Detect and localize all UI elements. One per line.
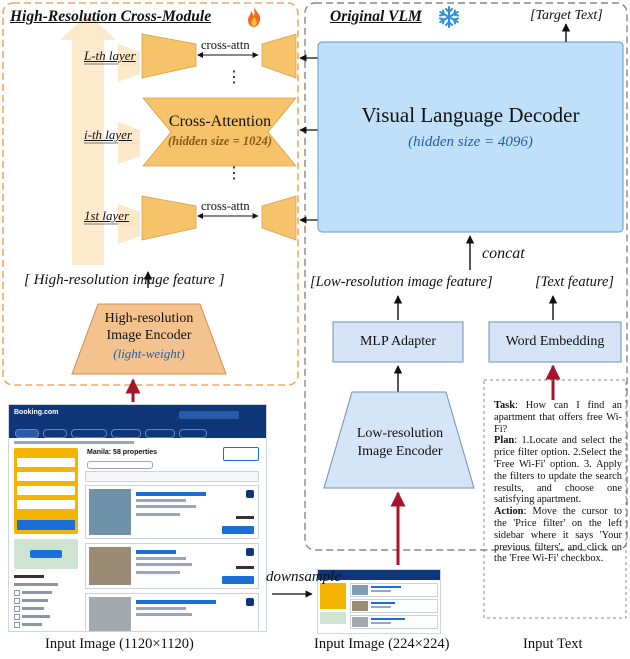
booking-card-2 <box>85 543 259 589</box>
fire-icon <box>248 7 261 27</box>
layer-label-l: L-th layer <box>84 48 136 63</box>
mlp-adapter-box <box>332 321 464 363</box>
booking-logo: Booking.com <box>14 409 59 416</box>
high-res-encoder-line1: High-resolution <box>104 311 194 326</box>
input-image-large: Booking.com Manila: 58 properties <box>8 404 267 632</box>
booking-tab-flights <box>43 429 67 438</box>
caption-input-image-large: Input Image (1120×1120) <box>45 636 194 652</box>
text-feature-label: [Text feature] <box>535 274 615 290</box>
word-embedding-box <box>488 321 622 363</box>
ellipsis-bottom: ⋮ <box>226 165 242 182</box>
cross-module-title: High-Resolution Cross-Module <box>10 8 212 25</box>
booking-filter-heading <box>14 575 44 578</box>
booking-tab-taxi <box>179 429 207 438</box>
booking-header <box>9 405 266 427</box>
booking-search-panel <box>14 448 78 534</box>
booking-card-3 <box>85 593 259 631</box>
decoder-title: Visual Language Decoder <box>361 103 580 127</box>
cross-attn-label-top: cross-attn <box>201 38 250 52</box>
task-label: Task <box>494 400 515 411</box>
vlm-panel <box>304 2 628 551</box>
caption-input-image-small: Input Image (224×224) <box>314 636 450 652</box>
target-text-label: [Target Text] <box>530 8 603 23</box>
booking-breadcrumb <box>14 441 134 444</box>
ellipsis-top: ⋮ <box>226 69 242 86</box>
booking-search-button <box>17 520 75 530</box>
l-layer-left-block <box>141 33 197 79</box>
low-res-encoder-shape <box>323 391 475 489</box>
booking-destination-field <box>17 458 75 467</box>
high-res-encoder-line2: Image Encoder <box>106 328 192 343</box>
mlp-adapter-label: MLP Adapter <box>359 334 437 349</box>
booking-card-1 <box>85 485 259 539</box>
downsample-label: downsample <box>266 569 341 585</box>
input-text-content: Task: How can I find an apartment that o… <box>494 400 622 565</box>
low-res-encoder-line1: Low-resolution <box>356 426 444 441</box>
high-res-feature-label: [ High-resolution image feature ] <box>24 272 225 288</box>
high-res-encoder-shape <box>71 303 227 375</box>
layer-arrow-shape <box>60 14 116 265</box>
booking-tab-stays <box>15 429 39 438</box>
booking-guests-field <box>17 500 75 509</box>
snowflake-icon <box>439 6 459 28</box>
booking-checkin-field <box>17 472 75 481</box>
concat-label: concat <box>482 245 525 262</box>
action-text: : Move the cursor to the 'Price filter' … <box>494 506 622 565</box>
first-layer-left-block <box>141 195 197 241</box>
high-res-encoder-sub: (light-weight) <box>113 346 185 361</box>
task-text: : How can I find an apartment that offer… <box>494 400 622 435</box>
decoder-hidden-size: (hidden size = 4096) <box>408 134 533 150</box>
l-layer-right-block <box>261 33 297 79</box>
low-res-feature-label: [Low-resolution image feature] <box>310 274 493 290</box>
caption-input-text: Input Text <box>523 636 583 652</box>
plan-text: : 1.Locate and select the price filter o… <box>494 435 622 506</box>
word-embedding-label: Word Embedding <box>505 334 605 349</box>
layer-label-i: i-th layer <box>84 127 133 142</box>
booking-map <box>14 539 78 569</box>
booking-account-area <box>179 411 239 419</box>
cross-attention-hidden-size: (hidden size = 1024) <box>168 134 272 148</box>
booking-tab-attractions <box>145 429 175 438</box>
low-res-encoder-line2: Image Encoder <box>357 444 443 459</box>
cross-attention-title: Cross-Attention <box>168 113 272 130</box>
first-layer-right-block <box>261 195 297 241</box>
vlm-title: Original VLM <box>330 8 422 25</box>
input-image-small <box>317 569 441 634</box>
booking-tab-car <box>111 429 141 438</box>
action-label: Action <box>494 506 524 518</box>
decoder-box <box>317 41 624 233</box>
booking-checkout-field <box>17 486 75 495</box>
cross-attention-block <box>142 97 297 167</box>
booking-tab-flight-hotel <box>71 429 107 438</box>
booking-results-title: Manila: 58 properties <box>87 449 158 456</box>
cross-attn-label-bottom: cross-attn <box>201 199 250 213</box>
input-text-box <box>483 379 627 619</box>
plan-label: Plan <box>494 435 515 447</box>
booking-map-toggle <box>223 447 259 461</box>
cross-module-panel <box>2 2 299 386</box>
layer-label-1st: 1st layer <box>84 208 130 223</box>
